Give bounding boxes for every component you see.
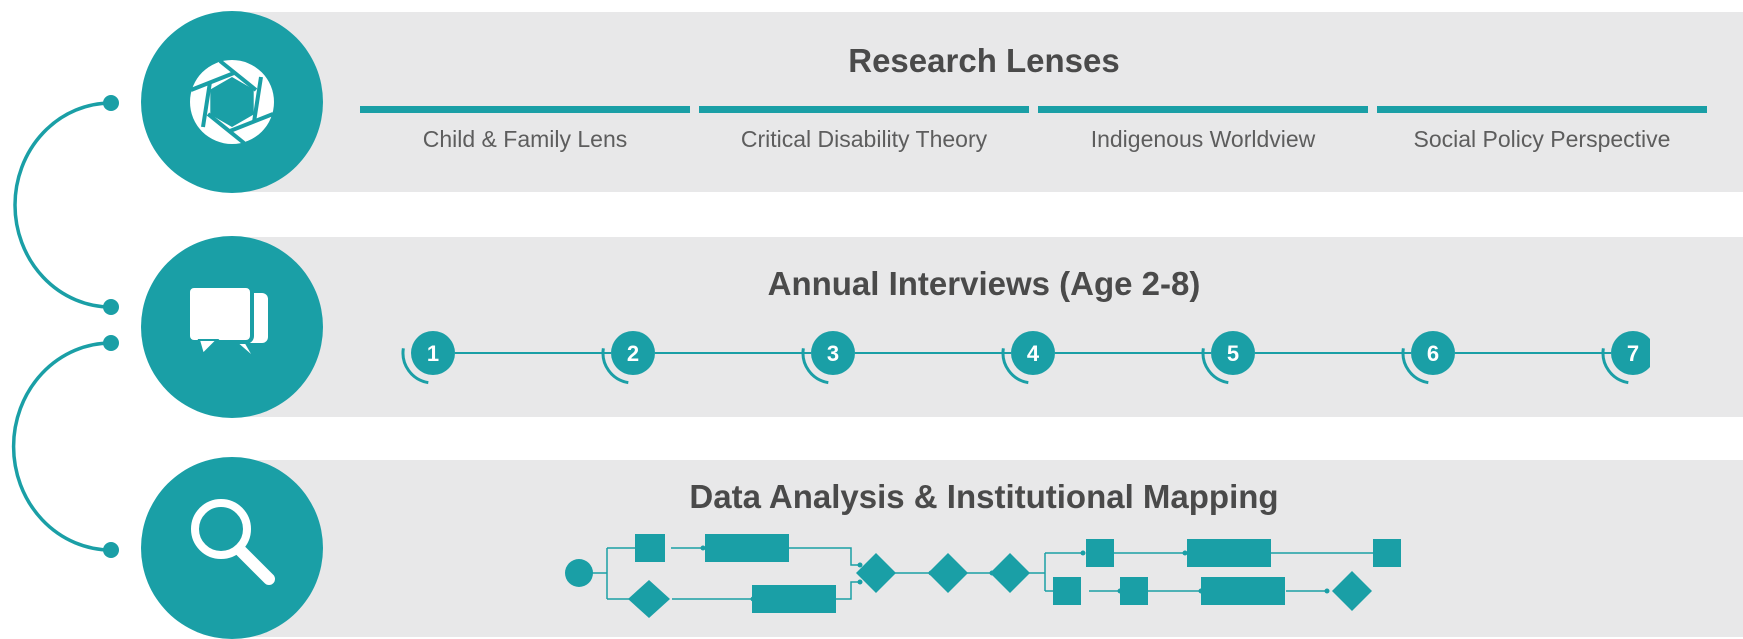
timeline-step-label: 4	[1027, 341, 1040, 366]
data-analysis-stage	[141, 457, 323, 639]
timeline-step-circle	[1611, 331, 1650, 375]
stage-connectors	[11, 95, 119, 558]
interview-timeline: 1 2 3 4 5 6 7	[401, 331, 1650, 385]
timeline-step-label: 6	[1427, 341, 1439, 366]
lens-bar	[1038, 106, 1368, 113]
timeline-step-label: 5	[1227, 341, 1239, 366]
timeline-step-circle	[811, 331, 855, 375]
research-lenses-band	[225, 12, 1743, 192]
lens-bar	[699, 106, 1029, 113]
lens-bar	[360, 106, 690, 113]
timeline-step-circle	[411, 331, 455, 375]
lens-label-indigenous: Indigenous Worldview	[1090, 126, 1316, 152]
timeline-step-circle	[1411, 331, 1455, 375]
timeline-step-label: 7	[1627, 341, 1639, 366]
timeline-step-arc	[401, 348, 429, 385]
timeline-step-arc	[1001, 348, 1029, 385]
annual-interviews-stage	[141, 236, 323, 418]
research-lenses-stage	[141, 11, 323, 193]
aperture-icon	[190, 59, 274, 145]
annual-interviews-title: Annual Interviews (Age 2-8)	[767, 265, 1201, 302]
timeline-step-arc	[1201, 348, 1229, 385]
timeline-step-circle	[1011, 331, 1055, 375]
timeline-step-arc	[1601, 348, 1629, 385]
lens-label-critical-disability: Critical Disability Theory	[740, 126, 988, 152]
data-analysis-title: Data Analysis & Institutional Mapping	[689, 478, 1279, 515]
timeline-step-label: 1	[427, 341, 439, 366]
institutional-mapping-flowchart	[565, 534, 1401, 618]
timeline-step-label: 3	[827, 341, 839, 366]
data-analysis-band	[225, 460, 1743, 637]
timeline-step-arc	[801, 348, 829, 385]
timeline-step-arc	[601, 348, 629, 385]
research-lenses-title: Research Lenses	[848, 42, 1120, 79]
lens-label-social-policy: Social Policy Perspective	[1413, 126, 1671, 152]
magnifier-icon	[191, 499, 275, 585]
annual-interviews-band	[225, 237, 1743, 417]
lens-bar	[1377, 106, 1707, 113]
lens-label-child-family: Child & Family Lens	[422, 126, 628, 152]
chat-bubbles-icon	[186, 284, 268, 356]
timeline-step-label: 2	[627, 341, 639, 366]
timeline-step-circle	[611, 331, 655, 375]
timeline-step-circle	[1211, 331, 1255, 375]
timeline-step-arc	[1401, 348, 1429, 385]
